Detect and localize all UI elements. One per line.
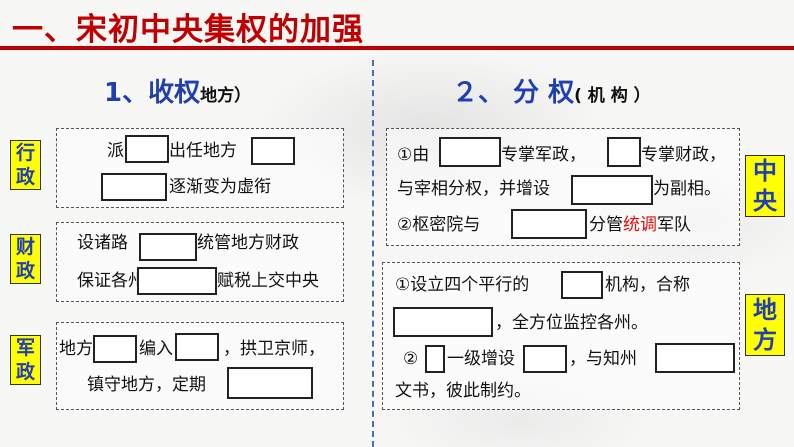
blank-df-4[interactable] <box>523 345 567 373</box>
blank-xz-1[interactable] <box>125 135 169 163</box>
df-line3-a: ② <box>403 349 419 369</box>
zy-line3-red: 统调 <box>623 215 657 235</box>
blank-jz-2[interactable] <box>175 333 219 361</box>
blank-df-5[interactable] <box>655 343 735 373</box>
xz-line1-a: 派 <box>107 141 124 161</box>
box-zhongyang: ①由 专掌军政， 专掌财政， 与宰相分权，并增设 为副相。 ②枢密院与 分管统调… <box>386 128 740 246</box>
blank-df-1[interactable] <box>561 271 603 299</box>
df-line3-c: ，与知州 <box>569 349 637 369</box>
cz-line1-a: 设诸路 <box>77 233 128 253</box>
label-caizheng: 财政 <box>10 234 41 284</box>
xz-line1-b: 出任地方 <box>169 141 237 161</box>
right-heading: ２、 分 权( 机 构 ） <box>452 72 651 109</box>
blank-xz-2[interactable] <box>251 137 295 165</box>
blank-df-2[interactable] <box>393 307 493 337</box>
df-line1-a: ①设立四个平行的 <box>395 275 530 295</box>
label-zhongyang: 中央 <box>745 155 785 217</box>
blank-jz-3[interactable] <box>227 367 313 399</box>
zy-line1-b: 专掌军政， <box>501 145 586 165</box>
zy-line1-a: ①由 <box>397 145 430 165</box>
blank-xz-3[interactable] <box>101 173 167 201</box>
df-line4-a: 文书，彼此制约。 <box>395 381 531 401</box>
zy-line3-rest: 分管统调军队 <box>589 209 691 241</box>
right-heading-sub: ( 机 构 ） <box>574 86 651 106</box>
zy-line3-c: 军队 <box>657 215 691 235</box>
page-title: 一、宋初中央集权的加强 <box>12 12 364 48</box>
title-underline <box>0 46 794 50</box>
left-heading-sub: 地方） <box>200 86 252 106</box>
box-difang: ①设立四个平行的 机构，合称 ，全方位监控各州。 ② 一级增设 ，与知州 文书，… <box>382 262 740 410</box>
zy-line3-a: ②枢密院与 <box>397 215 481 235</box>
box-xingzheng: 派 出任地方 逐渐变为虚衔 <box>56 128 344 208</box>
blank-zy-1[interactable] <box>439 137 501 167</box>
df-line3-b: 一级增设 <box>447 349 515 369</box>
xz-line2-b: 逐渐变为虚衔 <box>169 177 271 197</box>
jz-line1-b: 编入 <box>139 339 173 359</box>
right-heading-main: ２、 分 权 <box>452 78 575 108</box>
cz-line2-a: 保证各州 <box>77 271 145 291</box>
blank-zy-4[interactable] <box>511 209 587 239</box>
zy-line2-b: 为副相。 <box>653 179 721 199</box>
label-junzheng: 军政 <box>10 335 41 385</box>
label-difang: 地方 <box>745 294 785 356</box>
cz-line2-b: 赋税上交中央 <box>217 271 319 291</box>
jz-line1-a: 地方 <box>59 339 93 359</box>
column-divider <box>372 60 374 447</box>
blank-zy-2[interactable] <box>607 137 641 167</box>
box-caizheng: 设诸路 统管地方财政 保证各州 赋税上交中央 <box>56 222 344 302</box>
df-line1-b: 机构，合称 <box>605 275 690 295</box>
blank-df-3[interactable] <box>425 345 445 373</box>
zy-line2-a: 与宰相分权，并增设 <box>397 179 550 199</box>
zy-line3-b: 分管 <box>589 215 623 235</box>
jz-line2-a: 镇守地方，定期 <box>87 375 206 395</box>
zy-line1-c: 专掌财政， <box>641 145 726 165</box>
left-heading-main: 1、收权 <box>104 78 201 108</box>
cz-line1-b: 统管地方财政 <box>197 233 299 253</box>
df-line2-b: ，全方位监控各州。 <box>495 313 648 333</box>
blank-jz-1[interactable] <box>93 335 137 363</box>
blank-cz-1[interactable] <box>139 233 197 261</box>
label-xingzheng: 行政 <box>10 140 41 190</box>
blank-zy-3[interactable] <box>571 175 653 205</box>
left-heading: 1、收权地方） <box>104 72 251 109</box>
box-junzheng: 地方 编入 ，拱卫京师， 镇守地方，定期 <box>56 322 344 410</box>
blank-cz-2[interactable] <box>137 267 217 295</box>
jz-line1-c: ，拱卫京师， <box>223 339 325 359</box>
